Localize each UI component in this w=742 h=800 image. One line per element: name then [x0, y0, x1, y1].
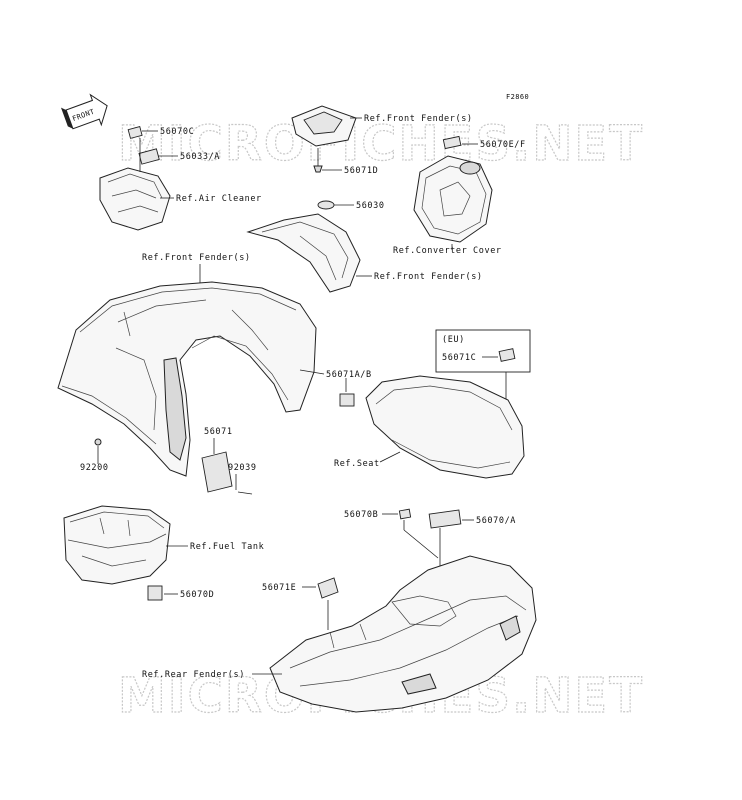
callout-ref-fuel-tank: Ref.Fuel Tank [190, 542, 264, 552]
front-fender-main [57, 281, 317, 477]
callout-56070C: 56070C [160, 127, 194, 137]
label-56071AB-sticker [339, 393, 355, 407]
label-56070EF-sticker [442, 135, 462, 150]
callout-92200: 92200 [80, 463, 109, 473]
label-56070D-sticker [147, 585, 163, 601]
callout-ref-rear-fender: Ref.Rear Fender(s) [142, 670, 245, 680]
label-56070C-sticker [127, 126, 143, 139]
label-56071E-sticker [317, 577, 339, 599]
callout-56070B: 56070B [344, 510, 378, 520]
eu-label-box: (EU) 56071C [435, 329, 531, 373]
seat [365, 375, 525, 479]
callout-ref-front-fender-mid: Ref.Front Fender(s) [374, 272, 483, 282]
callout-56033A: 56033/A [180, 152, 220, 162]
bolt-92200-icon [94, 438, 102, 446]
callout-ref-front-fender-left: Ref.Front Fender(s) [142, 253, 251, 263]
air-cleaner-cover [99, 167, 171, 231]
label-56070A-sticker [428, 509, 462, 529]
rear-fender [269, 555, 537, 713]
callout-56071: 56071 [204, 427, 233, 437]
eu-box-title: (EU) [442, 335, 465, 345]
label-56070B-sticker [398, 508, 412, 520]
figure-code: F2860 [506, 93, 529, 101]
label-56071-sticker [201, 451, 233, 493]
front-fender-side-panel [246, 213, 361, 293]
callout-56071D: 56071D [344, 166, 378, 176]
callout-56071C: 56071C [442, 353, 476, 363]
callout-56071AB: 56071A/B [326, 370, 372, 380]
converter-cover [413, 155, 493, 243]
front-arrow-icon: FRONT [60, 93, 108, 130]
callout-ref-air-cleaner: Ref.Air Cleaner [176, 194, 262, 204]
label-56071D-sticker [313, 165, 323, 173]
callout-ref-front-fender-top: Ref.Front Fender(s) [364, 114, 473, 124]
watermark-top: MICROFICHES.NET [118, 116, 644, 172]
label-56033A-sticker [138, 148, 160, 165]
front-fender-top-piece [291, 105, 357, 147]
callout-92039: 92039 [228, 463, 257, 473]
callout-ref-seat: Ref.Seat [334, 459, 380, 469]
callout-56070A: 56070/A [476, 516, 516, 526]
label-56030-sticker [317, 200, 335, 210]
callout-56070EF: 56070E/F [480, 140, 526, 150]
callout-56070D: 56070D [180, 590, 214, 600]
label-56071C-sticker [498, 348, 516, 362]
callout-56071E: 56071E [262, 583, 296, 593]
callout-56030: 56030 [356, 201, 385, 211]
fuel-tank [63, 505, 171, 585]
callout-ref-converter-cover: Ref.Converter Cover [393, 246, 502, 256]
